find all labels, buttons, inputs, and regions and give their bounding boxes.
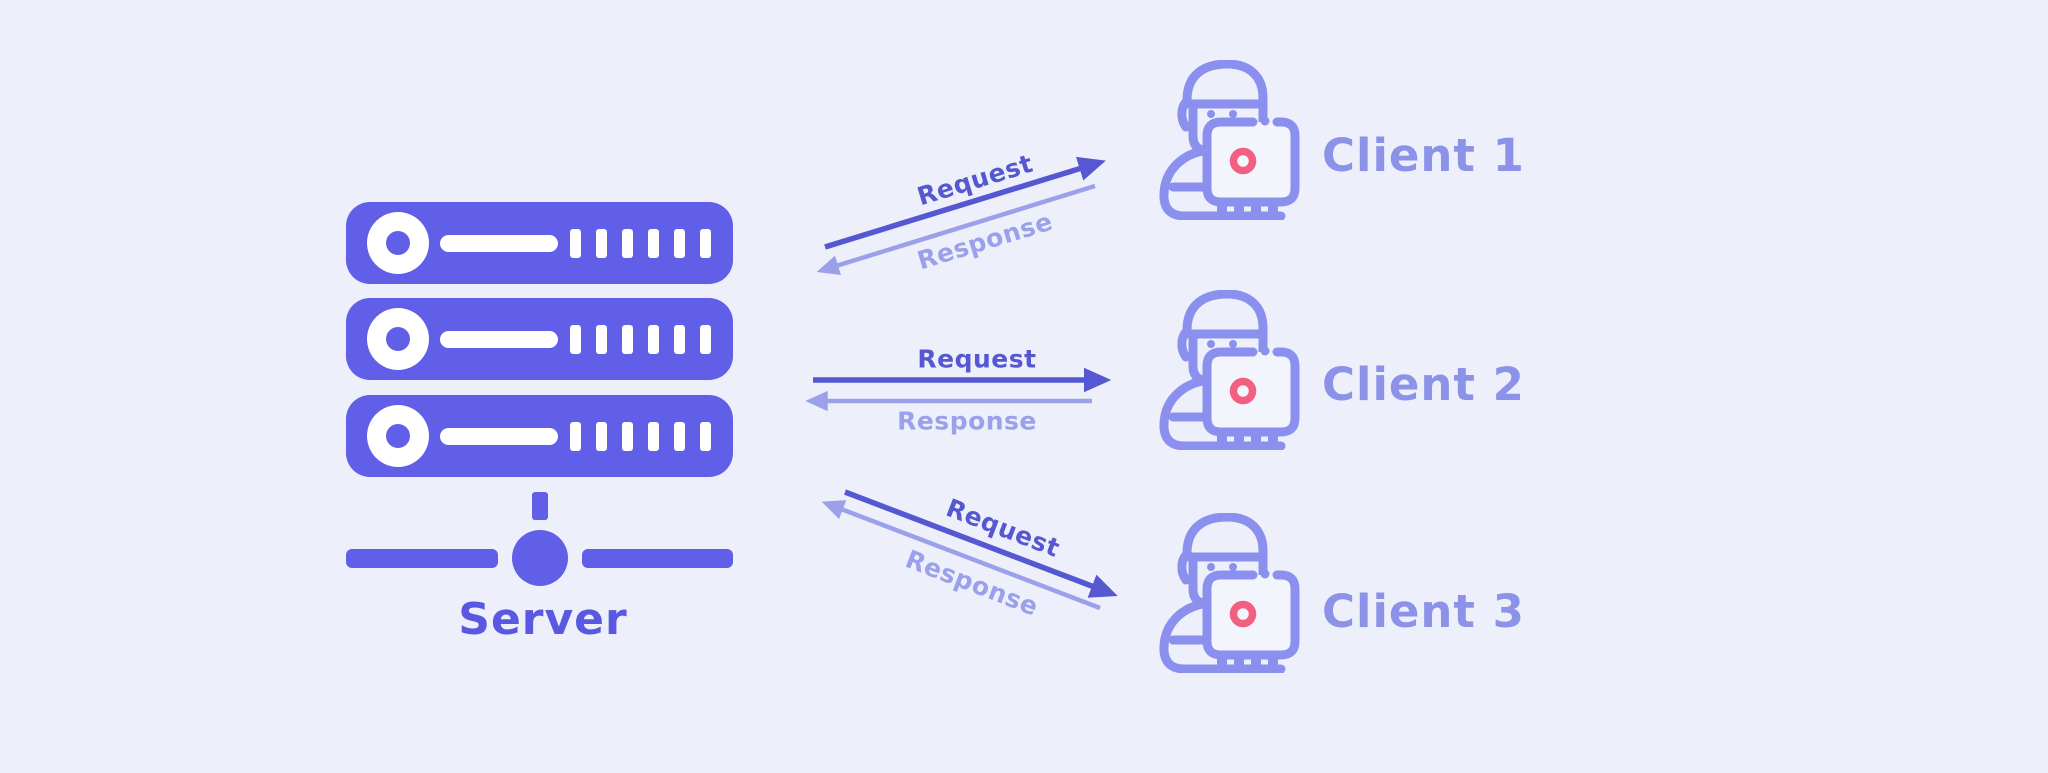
client-2-label: Client 2 <box>1322 358 1525 411</box>
connection-1-arrows <box>816 156 1106 276</box>
client-3-label: Client 3 <box>1322 585 1525 638</box>
client-1-label: Client 1 <box>1322 129 1525 182</box>
connection-2-arrows <box>805 367 1112 412</box>
server-node <box>346 202 733 586</box>
connection-3-arrows <box>821 489 1118 611</box>
client-icon <box>1147 513 1307 673</box>
response-arrow-3 <box>821 500 1101 611</box>
request-arrow-3 <box>844 489 1118 598</box>
client-1-node <box>1147 60 1307 220</box>
client-3-node <box>1147 513 1307 673</box>
request-arrow-1 <box>824 156 1106 250</box>
request-label-2: Request <box>917 344 1037 374</box>
server-icon <box>346 202 733 586</box>
response-label-2: Response <box>897 406 1037 436</box>
client-2-node <box>1147 290 1307 450</box>
client-icon <box>1147 290 1307 450</box>
server-label: Server <box>458 594 628 645</box>
client-icon <box>1147 60 1307 220</box>
response-arrow-1 <box>816 183 1096 276</box>
